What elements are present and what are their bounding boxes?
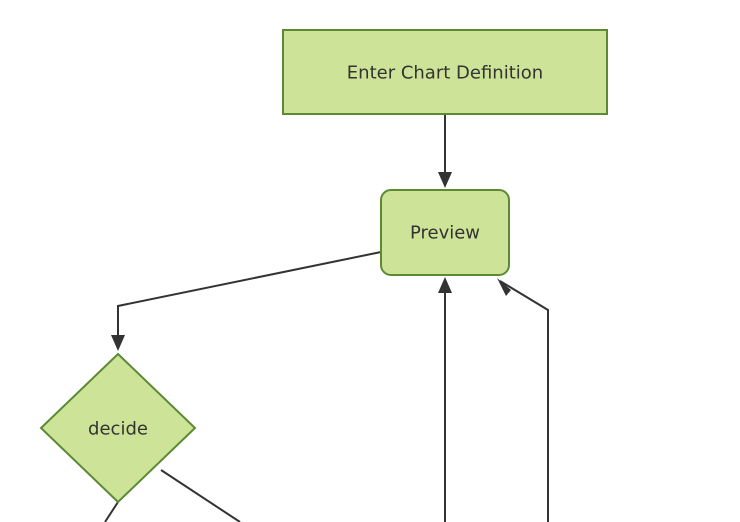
- node-preview[interactable]: Preview: [380, 189, 510, 276]
- edge-preview-to-decide-line: [117, 251, 382, 345]
- node-enter-chart-definition-shape: [282, 29, 608, 115]
- node-preview-label: Preview: [410, 223, 480, 244]
- edge-bottom-right-to-preview-line: [499, 280, 549, 522]
- edge-decide-out-right[interactable]: [160, 469, 241, 522]
- node-preview-shape: [380, 189, 510, 276]
- node-decide-label: decide: [88, 419, 148, 440]
- node-enter-chart-definition[interactable]: Enter Chart Definition: [282, 29, 608, 115]
- edge-bottom-center-to-preview[interactable]: [438, 277, 452, 522]
- node-enter-chart-definition-label: Enter Chart Definition: [347, 63, 543, 84]
- arrowhead-icon: [438, 277, 452, 293]
- edge-layer: [104, 114, 549, 522]
- node-decide-shape: [39, 352, 197, 504]
- node-layer: Enter Chart Definition Preview decide: [39, 29, 608, 504]
- edge-enter-to-preview[interactable]: [438, 114, 452, 188]
- edge-decide-out-right-line: [160, 469, 241, 522]
- node-decide[interactable]: decide: [39, 352, 197, 504]
- edge-bottom-right-to-preview[interactable]: [497, 278, 549, 522]
- edge-decide-out-left-line: [104, 501, 119, 522]
- edge-decide-out-left[interactable]: [104, 501, 119, 522]
- edge-preview-to-decide[interactable]: [111, 251, 382, 351]
- arrowhead-icon: [111, 335, 125, 351]
- arrowhead-icon: [497, 278, 511, 296]
- arrowhead-icon: [438, 172, 452, 188]
